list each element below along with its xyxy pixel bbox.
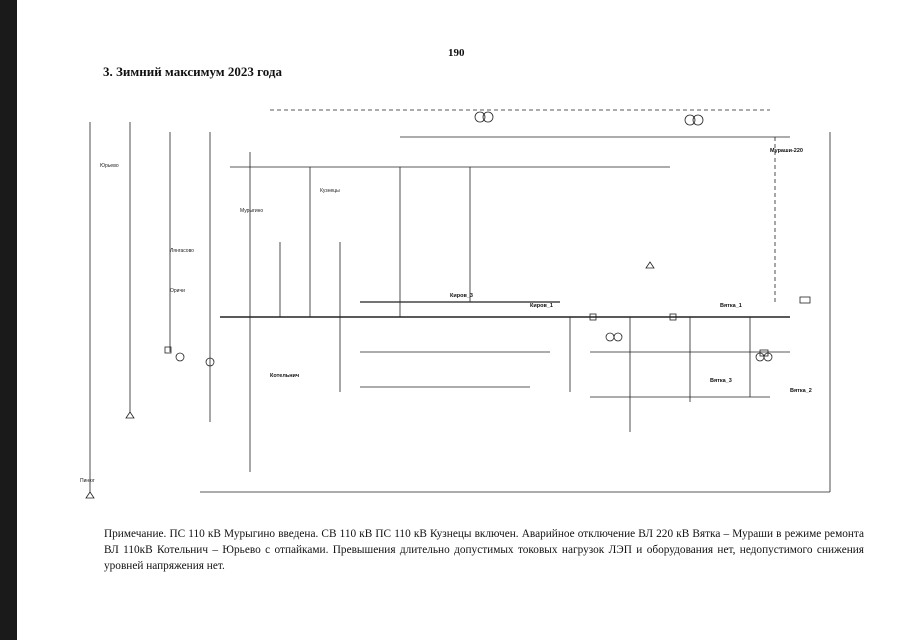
svg-text:Юрьево: Юрьево (100, 163, 119, 169)
svg-text:Мураши-220: Мураши-220 (770, 148, 803, 154)
svg-text:Мурыгино: Мурыгино (240, 208, 263, 214)
svg-text:Вятка_3: Вятка_3 (710, 378, 732, 384)
svg-text:Оричи: Оричи (170, 288, 185, 294)
footnote-paragraph: Примечание. ПС 110 кВ Мурыгино введена. … (104, 528, 864, 572)
svg-text:Вятка_1: Вятка_1 (720, 303, 742, 309)
svg-text:Пинюг: Пинюг (80, 478, 95, 484)
svg-text:Киров_1: Киров_1 (530, 303, 553, 309)
section-title: 3. Зимний максимум 2023 года (103, 64, 282, 79)
power-grid-schematic: Котельнич Киров_1 Киров_3 Вятка_1 Вятка_… (70, 92, 860, 512)
scan-left-border (0, 0, 17, 640)
svg-text:Киров_3: Киров_3 (450, 293, 473, 299)
svg-text:Котельнич: Котельнич (270, 373, 299, 379)
svg-text:Кузнецы: Кузнецы (320, 188, 340, 194)
page-number: 190 (448, 47, 465, 59)
svg-text:Вятка_2: Вятка_2 (790, 388, 812, 394)
svg-text:Лянгасово: Лянгасово (170, 248, 194, 254)
